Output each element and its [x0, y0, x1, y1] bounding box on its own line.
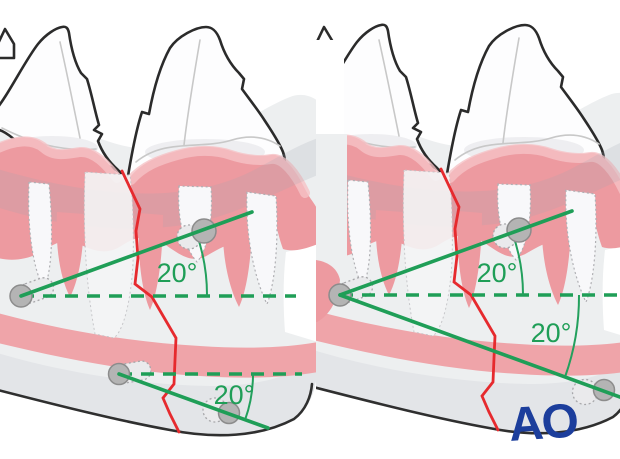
angle-label-left-upper: 20°: [157, 258, 198, 288]
panel-left-anatomy: [0, 27, 318, 436]
angle-arc-lower: [564, 294, 581, 378]
edge-cover-white: [316, 40, 344, 136]
edge-cover-bone: [316, 134, 347, 261]
angle-label-right-lower: 20°: [531, 318, 572, 348]
screw-trajectory-lower: [117, 372, 270, 430]
panel-right-anatomy: [316, 25, 620, 434]
angle-label-right-upper: 20°: [477, 258, 518, 288]
panel-left-annotations: 20° 20°: [9, 210, 302, 430]
angle-label-left-lower: 20°: [214, 380, 255, 410]
panel-right-annotations: 20° 20°: [328, 209, 620, 406]
screw-trajectory-upper: [338, 209, 574, 297]
screw-trajectory-upper: [19, 210, 254, 298]
ao-logo: AO: [507, 394, 579, 452]
edge-pink-patch: [316, 260, 340, 322]
screw-trajectory-lower: [338, 293, 620, 399]
